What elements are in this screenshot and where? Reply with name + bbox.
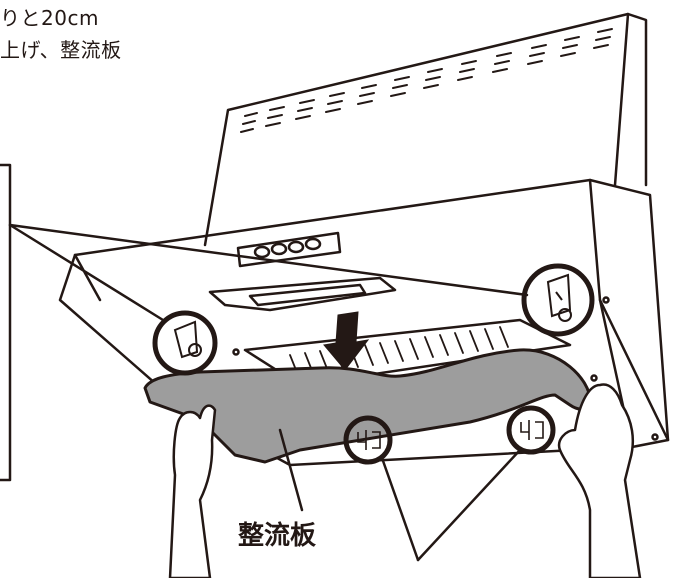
leader-line-4 xyxy=(380,456,420,562)
mark-circle-left xyxy=(343,415,393,465)
frame-bracket xyxy=(0,163,12,482)
control-panel xyxy=(236,231,342,268)
leader-line-1 xyxy=(8,223,165,322)
hood-back-panel xyxy=(203,12,648,247)
mark-circle-right xyxy=(506,405,556,455)
bracket-circle-left xyxy=(152,310,218,376)
instruction-text-line-1: りと20cm xyxy=(0,6,99,30)
instruction-text-line-2: 上げ、整流板 xyxy=(0,38,122,62)
vent-slots xyxy=(240,28,613,133)
leader-line-5 xyxy=(416,448,522,562)
leader-line-3 xyxy=(278,428,304,512)
bracket-circle-right xyxy=(521,263,595,337)
hands xyxy=(168,383,642,578)
baffle-plate-label: 整流板 xyxy=(238,521,317,551)
left-hand xyxy=(168,404,217,578)
baffle-plate xyxy=(143,348,592,464)
right-hand xyxy=(557,383,642,578)
down-arrow-icon xyxy=(323,311,370,371)
light-cover xyxy=(208,276,397,312)
leader-line-2 xyxy=(8,223,529,297)
